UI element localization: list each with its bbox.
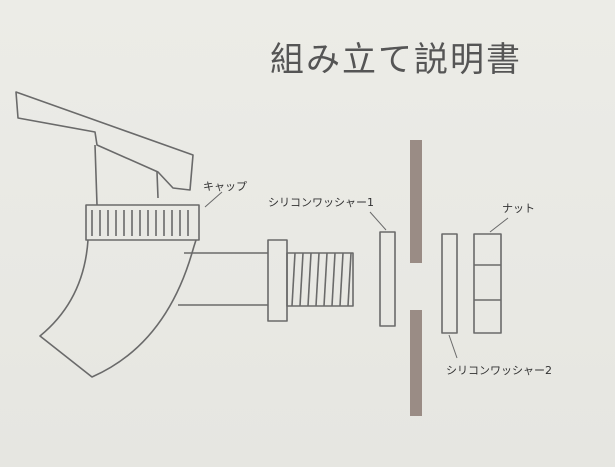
silicone-washer-2-label: シリコンワッシャー2: [446, 364, 552, 377]
silicone-washer-1-label: シリコンワッシャー1: [268, 196, 374, 209]
nut-leader: [489, 217, 509, 233]
tank-wall-lower: [410, 310, 422, 416]
washer2-leader: [448, 334, 458, 359]
tap-pipe: [178, 252, 268, 306]
nut-label: ナット: [502, 202, 535, 215]
tank-wall-upper: [410, 140, 422, 263]
silicone-washer-2: [441, 233, 458, 334]
silicone-washer-1: [379, 231, 396, 327]
cap-label: キャップ: [203, 180, 247, 193]
nut: [473, 233, 502, 334]
threaded-stem: [286, 252, 354, 307]
tap-flange: [267, 239, 288, 322]
tap-body: [39, 239, 197, 378]
cap-leader: [204, 191, 223, 208]
tap-neck: [94, 144, 159, 206]
washer1-leader: [369, 211, 387, 231]
tap-lever: [15, 91, 194, 191]
page-title: 組み立て説明書: [270, 40, 522, 80]
cap-ring: [85, 204, 200, 241]
